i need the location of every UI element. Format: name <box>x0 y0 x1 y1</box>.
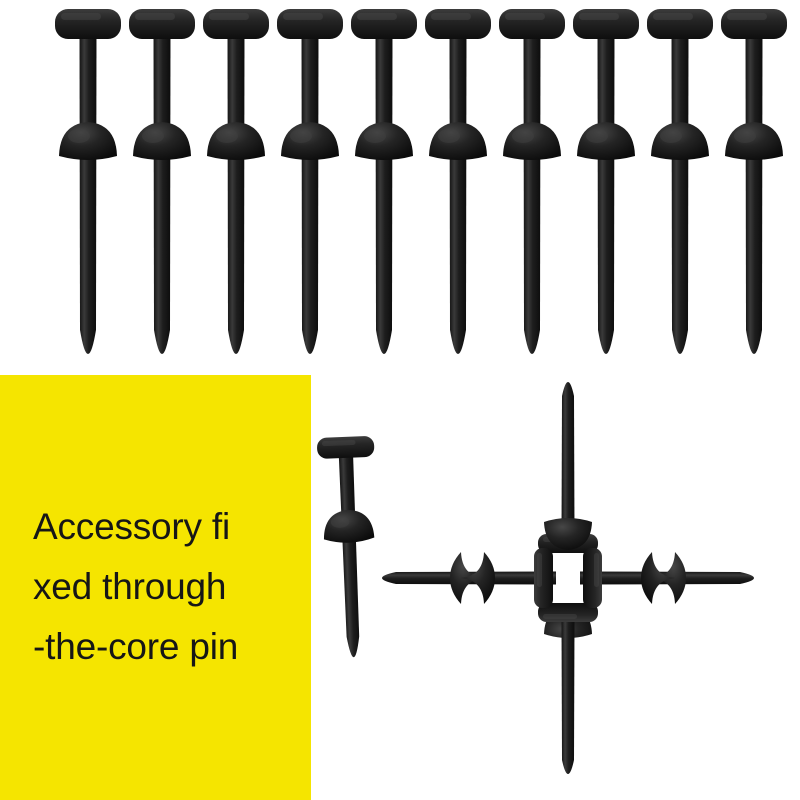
t-pin <box>425 9 491 354</box>
t-pin <box>129 9 195 354</box>
top-row-pins <box>55 9 787 354</box>
t-pin <box>721 9 787 354</box>
t-pin <box>55 9 121 354</box>
t-pin <box>203 9 269 354</box>
caption-text: Accessory fi xed through -the-core pin <box>33 506 239 667</box>
t-pin <box>499 9 565 354</box>
cross-arrangement-pins <box>382 382 754 774</box>
t-pin <box>647 9 713 354</box>
single-tilted-pin <box>317 436 375 658</box>
t-pin <box>277 9 343 354</box>
t-pin <box>351 9 417 354</box>
t-pin <box>573 9 639 354</box>
caption-panel: Accessory fi xed through -the-core pin <box>0 375 311 800</box>
cross-pin-east <box>580 548 754 608</box>
cross-pin-west <box>382 548 556 608</box>
